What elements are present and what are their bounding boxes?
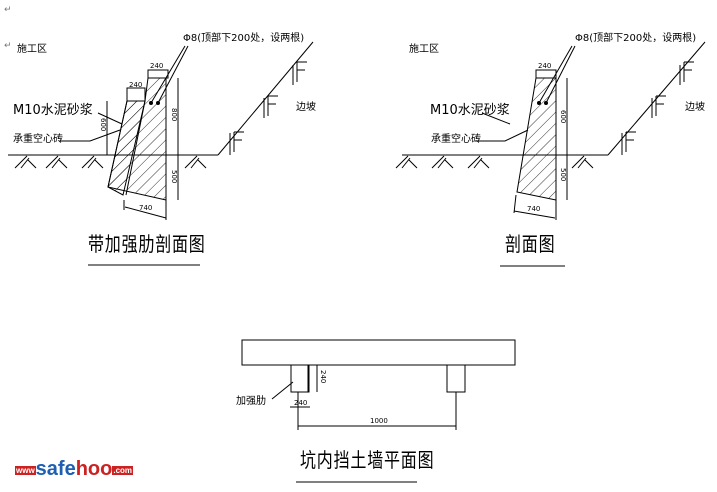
- mortar-label-right: M10水泥砂浆: [430, 103, 510, 118]
- dim-base-left: 740: [139, 204, 153, 212]
- mortar-label-left: M10水泥砂浆: [13, 103, 93, 118]
- brick-label-right: 承重空心砖: [431, 134, 481, 145]
- title-plan: 坑内挡土墙平面图: [300, 448, 435, 472]
- dim-spacing: 1000: [370, 417, 388, 425]
- dim-top-main: 240: [150, 62, 164, 70]
- work-zone-label-right: 施工区: [409, 44, 439, 55]
- paragraph-mark: ↵: [4, 41, 12, 51]
- rib-label: 加强肋: [236, 396, 266, 407]
- section-wall: [516, 77, 557, 201]
- plan-drawing: [241, 339, 516, 430]
- work-zone-label-left: 施工区: [17, 44, 47, 55]
- brick-label-left: 承重空心砖: [13, 134, 63, 145]
- slope-label-left: 边坡: [296, 102, 316, 113]
- dim-rib-width: 240: [294, 399, 308, 407]
- dim-rib-height: 600: [99, 118, 107, 132]
- paragraph-mark: ↵: [4, 5, 12, 15]
- rebar-note-left: Φ8(顶部下200处，设两根): [183, 33, 305, 44]
- rebar-note-right: Φ8(顶部下200处，设两根): [575, 33, 697, 44]
- ground-hatch-symbols: [14, 61, 307, 169]
- slope-label-right: 边坡: [685, 102, 705, 113]
- dim-top-right: 240: [538, 62, 552, 70]
- dim-below-right: 500: [559, 168, 567, 182]
- safehoo-logo: wwwsafehoo.com: [15, 458, 134, 480]
- dim-top-rib: 240: [129, 81, 143, 89]
- title-section: 剖面图: [505, 232, 556, 256]
- dim-above-left: 800: [170, 108, 178, 122]
- dim-base-right: 740: [527, 205, 541, 213]
- left-section-drawing: [8, 41, 314, 220]
- dim-below-left: 500: [170, 170, 178, 184]
- title-ribbed-section: 带加强肋剖面图: [88, 232, 206, 256]
- dim-rib-depth: 240: [319, 370, 327, 384]
- dim-above-right: 600: [559, 110, 567, 124]
- right-section-drawing: [395, 41, 706, 220]
